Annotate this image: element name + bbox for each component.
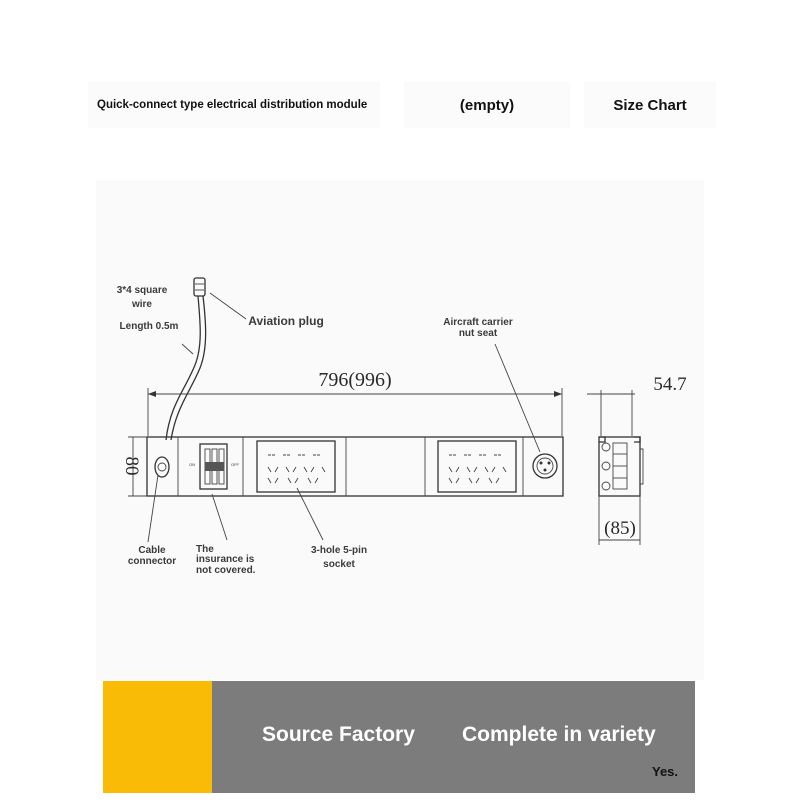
insurance-label-line2: insurance is <box>196 554 255 565</box>
length-dimension-text: 796(996) <box>318 369 391 391</box>
nut-seat-label-line2: nut seat <box>459 328 498 339</box>
insurance-label-line3: not covered. <box>196 565 256 576</box>
feature-banner: Source Factory Complete in variety Yes. <box>103 681 695 793</box>
module-body <box>146 436 564 497</box>
depth-dimension-text: 54.7 <box>653 374 686 395</box>
socket-group-right <box>437 440 517 493</box>
breaker-switch <box>199 443 228 490</box>
header-bar: Quick-connect type electrical distributi… <box>0 82 800 128</box>
wire-label-line2: wire <box>131 299 152 310</box>
side-view <box>587 390 644 545</box>
socket-label-line2: socket <box>323 559 355 570</box>
banner-accent-block <box>103 681 212 793</box>
switch-on-text: ON <box>189 462 195 467</box>
width-dimension-text: (85) <box>604 518 636 539</box>
empty-label: (empty) <box>404 82 570 128</box>
cable <box>165 295 201 441</box>
cable-connector <box>154 456 170 478</box>
length-label: Length 0.5m <box>120 321 179 332</box>
nut-seat <box>532 453 558 479</box>
length-dimension <box>147 388 563 436</box>
product-name: Quick-connect type electrical distributi… <box>88 82 380 128</box>
leader-lines <box>147 292 541 543</box>
banner-text-source-factory: Source Factory <box>262 723 415 746</box>
cable-connector-label-line2: connector <box>128 556 176 567</box>
wire-label-line1: 3*4 square <box>117 285 168 296</box>
cable-connector-label-line1: Cable <box>138 545 166 556</box>
socket-label-line1: 3-hole 5-pin <box>311 545 367 556</box>
banner-background <box>212 681 695 793</box>
insurance-label-line1: The <box>196 544 214 555</box>
socket-group-left <box>256 440 336 493</box>
size-chart-label: Size Chart <box>584 82 716 128</box>
height-dimension-text: 80 <box>121 457 142 476</box>
aviation-plug <box>193 277 206 297</box>
diagram-panel <box>96 180 704 680</box>
banner-text-complete-variety: Complete in variety <box>462 723 656 746</box>
height-dimension <box>128 436 147 497</box>
nut-seat-label-line1: Aircraft carrier <box>443 317 513 328</box>
aviation-plug-label: Aviation plug <box>248 314 324 328</box>
banner-note: Yes. <box>652 764 679 779</box>
switch-off-text: OFF <box>231 462 240 467</box>
